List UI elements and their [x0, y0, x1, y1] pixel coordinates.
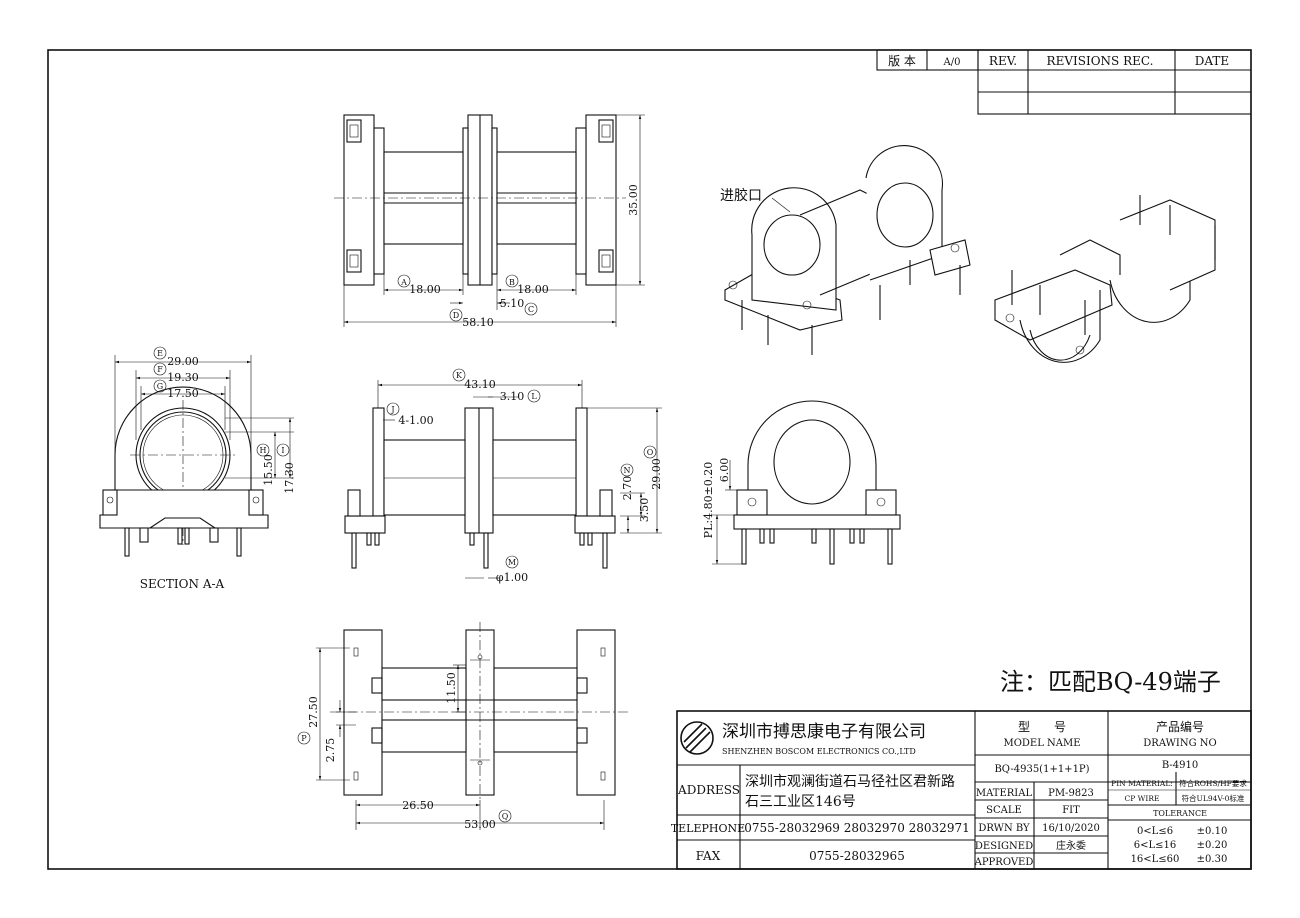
scale-label: SCALE	[986, 805, 1022, 816]
fax-value: 0755-28032965	[809, 849, 905, 863]
dim-26-50: 26.50	[402, 799, 434, 812]
drawing-cn: 产品编号	[1156, 719, 1204, 734]
dim-o: 29.00	[650, 458, 663, 490]
approved-label: APPROVED	[974, 857, 1034, 868]
telephone-value: 0755-28032969 28032970 28032971	[744, 821, 969, 835]
title-block: 深圳市搏思康电子有限公司 SHENZHEN BOSCOM ELECTRONICS…	[671, 710, 1252, 870]
dim-l: 3.10	[500, 390, 525, 403]
bubble-a: A	[400, 278, 407, 287]
company-logo-icon	[680, 721, 714, 755]
dim-g: 17.50	[167, 387, 199, 400]
dim-a: 18.00	[409, 283, 441, 296]
designed-value: 庄永委	[1056, 839, 1086, 852]
tol2-value: ±0.20	[1197, 840, 1228, 851]
dim-n1: 2.70	[621, 476, 634, 501]
dim-height: 35.00	[627, 184, 640, 216]
section-caption: SECTION A-A	[140, 577, 225, 591]
bubble-i: I	[281, 446, 284, 455]
side-view: K 43.10 3.10 L J 4-1.00 O 29.00 N 2.70 3…	[344, 368, 663, 584]
end-view: PL:4.80±0.20 6.00	[702, 400, 901, 565]
scale-value: FIT	[1062, 805, 1080, 816]
dim-27-50: 27.50	[307, 696, 320, 728]
bubble-m: M	[508, 558, 516, 567]
sheet-border	[47, 49, 1252, 870]
dim-h: 15.50	[262, 454, 275, 486]
iso-label: 进胶口	[720, 187, 762, 204]
dim-m: φ1.00	[496, 571, 528, 584]
address-label: ADDRESS	[677, 783, 740, 797]
iso-view-front: 进胶口	[720, 144, 971, 355]
cp-wire-label: CP WIRE	[1125, 794, 1160, 803]
dim-c: 5.10	[500, 297, 525, 310]
drawn-by-value: 16/10/2020	[1042, 823, 1100, 834]
telephone-label: TELEPHONE	[671, 822, 745, 835]
end-dim-6: 6.00	[718, 458, 731, 483]
model-en: MODEL NAME	[1003, 738, 1080, 749]
rev-label: REV.	[989, 54, 1017, 68]
dim-b: 18.00	[517, 283, 549, 296]
dim-11-50: 11.50	[445, 672, 458, 704]
tol2-range: 6<L≤16	[1134, 840, 1177, 851]
revision-table: 版 本 A/0 REV. REVISIONS REC. DATE	[876, 49, 1252, 115]
bubble-c: C	[528, 305, 534, 314]
model-value: BQ-4935(1+1+1P)	[994, 764, 1089, 775]
bubble-g: G	[157, 382, 163, 391]
drawing-en: DRAWING NO	[1143, 738, 1216, 749]
tol1-value: ±0.10	[1197, 826, 1228, 837]
bubble-j: J	[390, 405, 394, 414]
bubble-b: B	[509, 278, 515, 287]
tolerance-label: TOLERANCE	[1153, 809, 1207, 818]
bubble-d: D	[453, 311, 459, 320]
designed-label: DESIGNED	[975, 841, 1033, 852]
revisions-label: REVISIONS REC.	[1047, 54, 1154, 68]
dim-n2: 3.50	[638, 498, 651, 523]
tol1-range: 0<L≤6	[1137, 826, 1173, 837]
bubble-k: K	[456, 371, 463, 380]
bubble-l: L	[531, 392, 537, 401]
tol3-range: 16<L≤60	[1131, 854, 1180, 865]
version-label: 版 本	[888, 54, 916, 68]
pin-material-value: 符合ROHS/HF要求	[1179, 778, 1247, 788]
section-view: E 29.00 F 19.30 G 17.50 H 15.50 I 17.30 …	[99, 346, 296, 591]
bubble-h: H	[260, 446, 267, 455]
bubble-e: E	[157, 349, 163, 358]
bubble-p: P	[301, 734, 307, 743]
date-label: DATE	[1195, 54, 1229, 68]
dim-k: 43.10	[464, 378, 496, 391]
dim-j: 4-1.00	[398, 414, 433, 427]
dim-2-75: 2.75	[324, 738, 337, 763]
cp-wire-value: 符合UL94V-0标准	[1182, 793, 1245, 803]
drawn-by-label: DRWN BY	[978, 823, 1030, 834]
tol3-value: ±0.30	[1197, 854, 1228, 865]
top-view: A 18.00 B 18.00 5.10 C D 58.10 35.00	[334, 114, 645, 329]
dim-53-00: 53.00	[464, 818, 496, 831]
version-value: A/0	[943, 57, 961, 68]
bubble-o: O	[647, 448, 654, 457]
note-text: 注：匹配BQ-49端子	[1000, 668, 1221, 696]
material-label: MATERIAL	[976, 788, 1033, 799]
address-line2: 石三工业区146号	[745, 794, 856, 810]
bubble-n: N	[624, 466, 631, 475]
end-dim-pl: PL:4.80±0.20	[702, 462, 715, 539]
dim-i: 17.30	[283, 462, 296, 494]
material-value: PM-9823	[1048, 788, 1094, 799]
iso-view-rear	[994, 195, 1216, 363]
pin-material-label: PIN MATERIAL:	[1111, 779, 1173, 788]
model-cn: 型 号	[1018, 720, 1066, 734]
dim-f: 19.30	[167, 371, 199, 384]
dim-e: 29.00	[167, 355, 199, 368]
dim-d: 58.10	[462, 316, 494, 329]
company-name-cn: 深圳市搏思康电子有限公司	[722, 722, 926, 742]
drawing-value: B-4910	[1162, 760, 1198, 771]
bubble-f: F	[157, 365, 163, 374]
bubble-q: Q	[502, 812, 509, 821]
bottom-view: 27.50 P 2.75 11.50 26.50 53.00 Q	[297, 622, 630, 831]
address-line1: 深圳市观澜街道石马径社区君新路	[745, 773, 955, 790]
fax-label: FAX	[696, 849, 721, 863]
company-name-en: SHENZHEN BOSCOM ELECTRONICS CO.,LTD	[722, 747, 916, 756]
